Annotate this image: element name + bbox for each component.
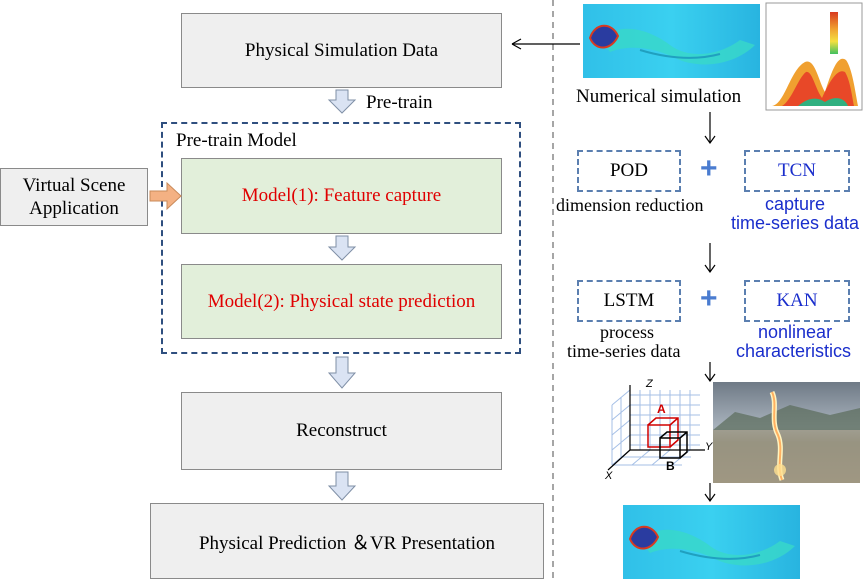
kan-label: KAN [776,290,818,311]
physical-simulation-data-box: Physical Simulation Data [181,13,502,88]
virtual-scene-line1: Virtual Scene [22,175,126,196]
vr-scene-image [713,382,860,483]
lstm-box: LSTM [577,280,681,322]
kan-caption-1: nonlinear [758,322,833,342]
tcn-box: TCN [744,150,850,192]
orange-arrow [149,181,182,211]
right-arrows [704,112,716,503]
reconstruct-box: Reconstruct [181,392,502,470]
kan-caption-2: characteristics [736,341,852,361]
box-a-label: A [657,402,666,416]
model2-label: Model(2): Physical state prediction [207,290,476,312]
virtual-scene-box: Virtual Scene Application [0,168,148,226]
flow-simulation-image-bottom [623,505,800,579]
lstm-caption-1: process [600,322,654,342]
plus-sign-2: + [700,282,718,315]
block-arrow-4 [327,471,357,501]
tcn-caption-1: capture [765,194,826,214]
model1-box: Model(1): Feature capture [181,158,502,234]
pod-box: POD [577,150,681,192]
plus-sign-1: + [700,152,718,185]
flow-simulation-image-top [583,4,760,78]
model2-box: Model(2): Physical state prediction [181,264,502,339]
coordinate-3d-illustration [607,385,705,471]
arrow-to-physical-data [511,38,522,50]
physical-simulation-data-label: Physical Simulation Data [244,39,439,61]
virtual-scene-line2: Application [29,198,119,219]
tcn-label: TCN [778,160,816,181]
prediction-label: Physical Prediction ＆VR Presentation [198,532,496,554]
axis-x-label: X [605,470,613,482]
lstm-label: LSTM [603,290,655,311]
axis-z-label: Z [646,378,653,390]
kan-box: KAN [744,280,850,322]
model1-label: Model(1): Feature capture [241,185,442,206]
reconstruct-label: Reconstruct [296,420,387,441]
contour-plot-image [765,2,863,111]
pod-caption: dimension reduction [556,195,704,215]
pretrain-model-title: Pre-train Model [176,130,297,151]
numerical-simulation-label: Numerical simulation [576,86,742,107]
prediction-box: Physical Prediction ＆VR Presentation [150,503,544,579]
block-arrow-3 [327,356,357,389]
box-b-label: B [666,459,675,473]
pod-label: POD [609,160,648,181]
block-arrow-1 [327,89,357,114]
lstm-caption-2: time-series data [567,341,681,361]
pretrain-model-container [161,122,521,354]
pretrain-label: Pre-train [366,92,433,113]
block-arrow-2 [327,235,357,261]
tcn-caption-2: time-series data [731,213,860,233]
axis-y-label: Y [705,441,713,453]
